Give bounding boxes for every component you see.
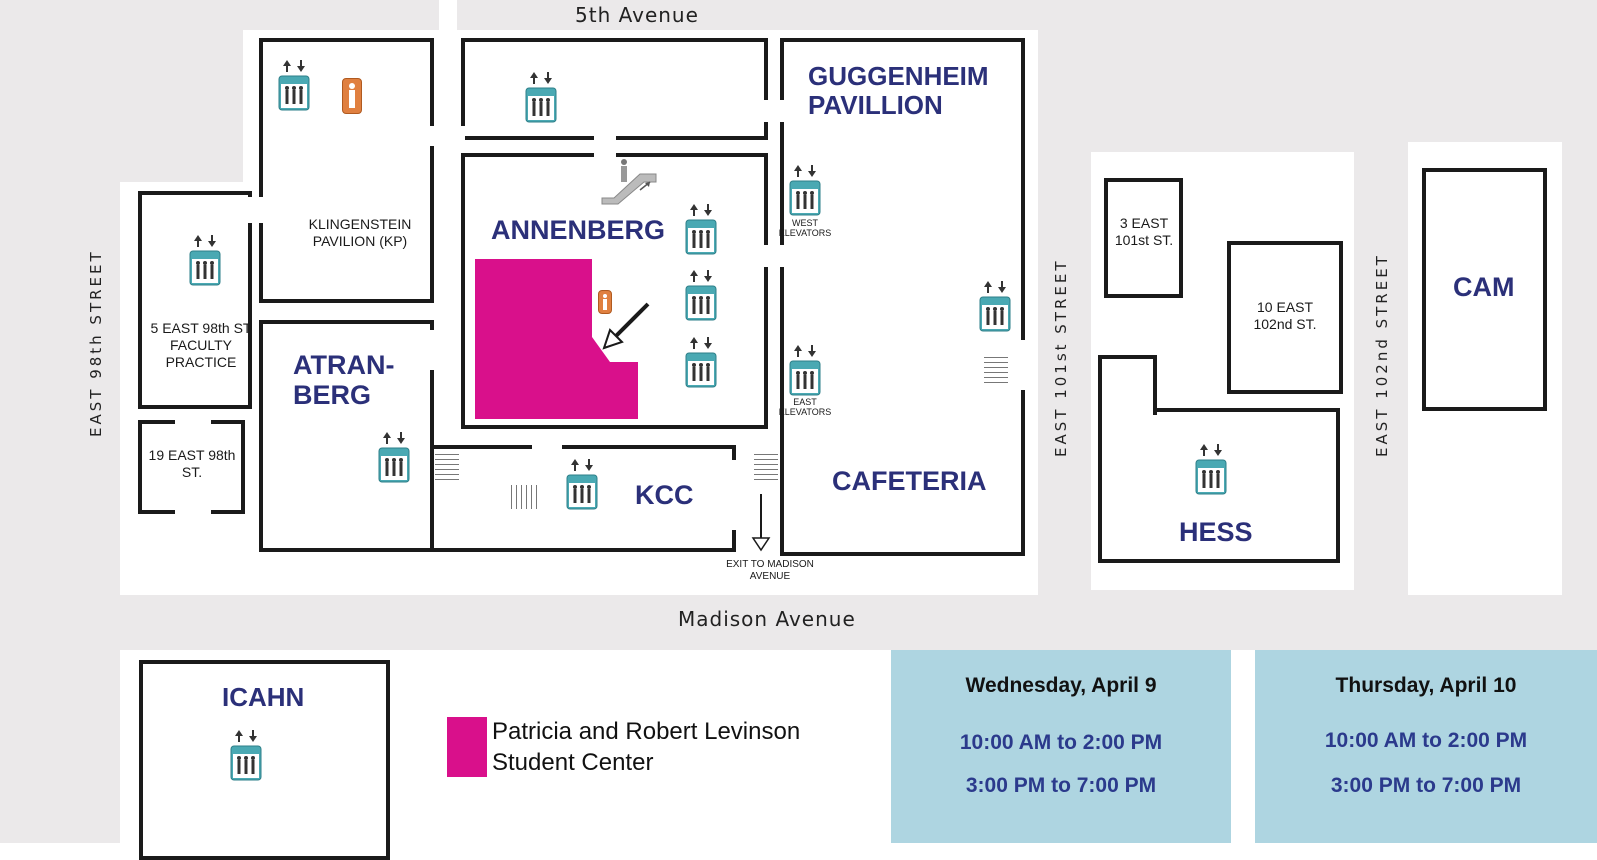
fifth-ave-gap [439,0,457,30]
east-102nd-street-label: EAST 102nd STREET [1373,253,1391,457]
arrow-icon [602,302,650,350]
madison-avenue-label: Madison Avenue [678,607,856,631]
hess-upper-wall [1098,355,1157,415]
cam-label: CAM [1453,272,1515,302]
elevator-icon [685,268,717,322]
levinson-student-center-area [475,259,638,419]
schedule-time: 3:00 PM to 7:00 PM [965,774,1157,797]
east-98th-street-label: EAST 98th STREET [87,249,105,437]
three-east-label: 3 EAST 101st ST. [1114,215,1174,248]
atranberg-door-gap [430,330,440,370]
cafeteria-label: CAFETERIA [832,466,987,496]
atranberg-outline [259,320,434,552]
icahn-label: ICAHN [222,682,305,712]
five-east-outline [138,191,252,409]
nineteen-east-notch-top [175,416,211,434]
stairs-icon [984,357,1008,387]
guggenheim-right-gap [1018,340,1030,390]
hess-label: HESS [1179,517,1253,547]
kcc-top-gap [532,441,562,451]
west-elevators-label: WEST ELEVATORS [778,218,832,239]
schedule-time: 10:00 AM to 2:00 PM [959,731,1163,754]
kcc-label: KCC [635,480,694,510]
ten-east-label: 10 EAST 102nd ST. [1253,299,1317,332]
elevator-icon [378,430,410,484]
elevator-icon [189,233,221,287]
east-upper-block [1038,30,1597,152]
annenberg-north-outline [461,38,768,140]
fifth-avenue-label: 5th Avenue [575,3,699,27]
elevator-icon [685,335,717,389]
guggenheim-door-gap [762,245,784,267]
elevator-icon [1195,442,1227,496]
kp-door-gap [243,197,263,223]
east-98th-street-block [0,30,120,625]
three-east-outline [1104,178,1183,298]
elevator-icon [278,58,310,112]
madison-avenue-street [0,595,1597,650]
annenberg-label: ANNENBERG [491,215,666,245]
east-elevators-label: EAST ELEVATORS [778,397,832,418]
annenberg-west-door-gap [430,126,465,146]
schedule-day: Thursday, April 10 [1335,674,1517,697]
annenberg-east-door-gap [762,100,784,122]
guggenheim-label: GUGGENHEIM PAVILLION [808,61,989,121]
west-upper-block [120,30,243,182]
lower-left-block [0,650,120,843]
icahn-outline [139,660,390,860]
schedule-day: Wednesday, April 9 [965,674,1157,697]
restroom-icon [598,290,612,314]
restroom-icon [342,78,362,114]
legend-label: Patricia and Robert Levinson Student Cen… [492,718,801,776]
far-right-block [1562,152,1597,597]
schedule-panel-wednesday: Wednesday, April 9 10:00 AM to 2:00 PM 3… [891,650,1231,843]
elevator-icon [789,343,821,397]
exit-arrow-icon [751,494,771,552]
five-east-label: 5 EAST 98th ST FACULTY PRACTICE [150,320,252,370]
schedule-time: 10:00 AM to 2:00 PM [1324,729,1528,752]
escalator-icon [601,159,657,205]
guggenheim-outline [780,38,1025,556]
kcc-right-gap [731,460,751,530]
elevator-icon [685,202,717,256]
nineteen-east-label: 19 EAST 98th ST. [148,447,236,480]
elevator-icon [566,457,598,511]
ten-east-outline [1227,241,1343,394]
elevator-icon [230,728,262,782]
elevator-icon [979,279,1011,333]
fifth-avenue-street [0,0,1597,30]
atranberg-label: ATRAN- BERG [293,350,395,411]
exit-label: EXIT TO MADISON AVENUE [726,559,814,582]
stairs-icon [754,454,778,484]
klingenstein-label: KLINGENSTEIN PAVILION (KP) [308,216,412,249]
east-102nd-street-block [1354,152,1408,597]
schedule-time: 3:00 PM to 7:00 PM [1330,774,1522,797]
nineteen-east-notch-bottom [175,500,211,518]
east-101st-street-label: EAST 101st STREET [1052,258,1070,457]
hess-bottom-strip [1091,590,1354,598]
stairs-icon [435,454,459,484]
annenberg-corridor-gap [594,136,616,158]
schedule-panel-thursday: Thursday, April 10 10:00 AM to 2:00 PM 3… [1255,650,1597,843]
cam-outline [1422,168,1547,411]
legend-swatch [447,717,487,777]
stairs-icon [511,485,539,509]
elevator-icon [789,163,821,217]
elevator-icon [525,70,557,124]
